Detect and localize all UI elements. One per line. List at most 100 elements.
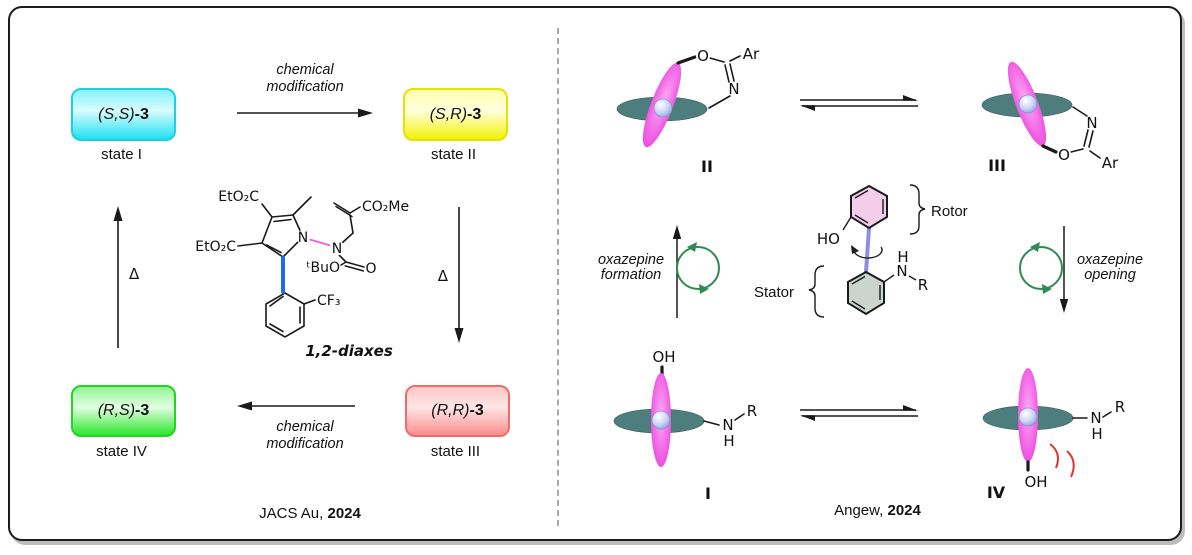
- steric-clash-arc-2: [1066, 450, 1075, 478]
- chemical-modification-label-bottom: chemical modification: [235, 419, 375, 453]
- ar-label: Ar: [1102, 154, 1119, 172]
- cycle-arrowheads-left-panel: [113, 108, 464, 411]
- ar-label: Ar: [743, 45, 760, 63]
- state-caption-iii: state III: [430, 443, 481, 460]
- rotor-ring: [850, 184, 888, 230]
- structure-i: OH N H R I: [613, 348, 757, 503]
- stereo-label: (R,S): [97, 402, 136, 419]
- ox-line1: oxazepine: [1076, 252, 1144, 268]
- state-box-rr: (R,R)-3: [405, 385, 510, 437]
- oxazepine-formation-label: oxazepine formation: [584, 253, 678, 283]
- steric-clash-arc-1: [1049, 443, 1059, 469]
- axle-ball: [1018, 407, 1038, 427]
- state-ii-label: II: [701, 157, 713, 176]
- h-label: H: [723, 432, 734, 450]
- state-box-sr: (S,R)-3: [403, 88, 508, 141]
- r-label: R: [918, 276, 928, 294]
- oxazepine-formation-arrow: [672, 225, 720, 318]
- n-label: N: [728, 80, 739, 98]
- cycle-head-top: [687, 242, 697, 252]
- compound-number: -3: [467, 105, 482, 123]
- cf3-label: CF₃: [317, 293, 340, 309]
- ox-line2: opening: [1084, 267, 1136, 283]
- ox-line2: formation: [600, 267, 662, 283]
- axle-ball: [653, 98, 673, 118]
- n-label: N: [896, 262, 907, 280]
- rotation-arc: [853, 246, 883, 259]
- stereo-label: (S,S): [98, 105, 135, 123]
- o-label: O: [697, 47, 709, 65]
- ho-label: HO: [817, 230, 840, 248]
- oh-label: OH: [1024, 473, 1047, 491]
- carbamate-o-label: O: [365, 261, 376, 277]
- stator-label: Stator: [754, 284, 795, 301]
- chemical-modification-label-top: chemical modification: [235, 62, 375, 96]
- citation-right: Angew, 2024: [810, 502, 945, 519]
- cycle-arrows-left-panel: [117, 112, 460, 407]
- citation-left: JACS Au, 2024: [240, 505, 380, 522]
- state-i-label: I: [705, 484, 711, 503]
- axle-ball: [651, 410, 671, 430]
- molecule-12-diaxes: N N EtO₂C EtO₂C CO₂Me O ᵗBuO CF₃ 1,2-dia…: [195, 189, 409, 360]
- pyrrole-n-label: N: [298, 230, 308, 246]
- equilibrium-arrowheads-bottom: [800, 405, 918, 421]
- oh-label: OH: [652, 348, 675, 366]
- chemmod-line1: chemical: [276, 62, 334, 78]
- equilibrium-arrowheads-top: [800, 95, 918, 111]
- stereo-label: (S,R): [429, 105, 468, 123]
- n-label: N: [722, 416, 733, 434]
- rotation-arc-head: [851, 245, 859, 254]
- structure-iv: N H R OH IV: [982, 368, 1125, 502]
- biaryl-rotor-stator-molecule: HO H N R: [808, 184, 928, 318]
- figure-frame: [8, 6, 1182, 541]
- amide-n-label: N: [332, 241, 342, 257]
- stator-ring: [847, 270, 885, 316]
- cycle-head-bottom: [1042, 284, 1052, 294]
- stereo-label: (R,R): [431, 402, 470, 419]
- state-caption-i: state I: [101, 146, 142, 163]
- state-box-rs: (R,S)-3: [71, 385, 176, 437]
- rotor-brace: [909, 184, 926, 235]
- state-iv-label: IV: [987, 483, 1006, 502]
- chemmod-line2: modification: [266, 79, 344, 95]
- oxazepine-opening-arrow: [1019, 226, 1069, 313]
- n-label: N: [1086, 114, 1097, 132]
- cycle-head-top: [1030, 242, 1040, 252]
- ester-right-label: CO₂Me: [362, 199, 409, 215]
- axle-ball: [1018, 94, 1038, 114]
- chemmod-line2: modification: [266, 436, 344, 452]
- compound-number: -3: [134, 105, 149, 123]
- delta-label-right: Δ: [438, 267, 449, 285]
- state-caption-ii: state II: [430, 146, 477, 163]
- equilibrium-arrows-bottom: [800, 409, 918, 417]
- ester-left-label: EtO₂C: [195, 239, 236, 255]
- ox-line1: oxazepine: [597, 252, 665, 268]
- r-label: R: [747, 402, 757, 420]
- r-label: R: [1115, 398, 1125, 416]
- oxazepine-opening-label: oxazepine opening: [1062, 253, 1158, 283]
- compound-number: -3: [135, 402, 150, 419]
- biaryl-axle-bond: [864, 226, 871, 274]
- h-label: H: [897, 248, 908, 266]
- structure-ii: O N Ar II: [616, 45, 760, 176]
- citation-venue: Angew,: [834, 502, 884, 519]
- molecule-name: 1,2-diaxes: [305, 342, 393, 360]
- o-label: O: [1058, 146, 1070, 164]
- stator-brace: [808, 265, 825, 318]
- citation-year: 2024: [327, 505, 361, 522]
- state-iii-label: III: [988, 156, 1006, 175]
- chemmod-line1: chemical: [276, 419, 334, 435]
- h-label: H: [1091, 425, 1102, 443]
- state-caption-iv: state IV: [96, 443, 147, 460]
- cycle-head-bottom: [699, 284, 709, 294]
- compound-number: -3: [469, 402, 484, 419]
- panel-divider: [557, 28, 559, 526]
- rotor-label: Rotor: [931, 203, 968, 220]
- delta-label-left: Δ: [129, 265, 140, 283]
- cycle-circle: [676, 246, 720, 290]
- equilibrium-arrows-top: [800, 99, 918, 107]
- citation-year: 2024: [887, 502, 921, 519]
- ester-top-label: EtO₂C: [218, 189, 259, 205]
- n-label: N: [1090, 409, 1101, 427]
